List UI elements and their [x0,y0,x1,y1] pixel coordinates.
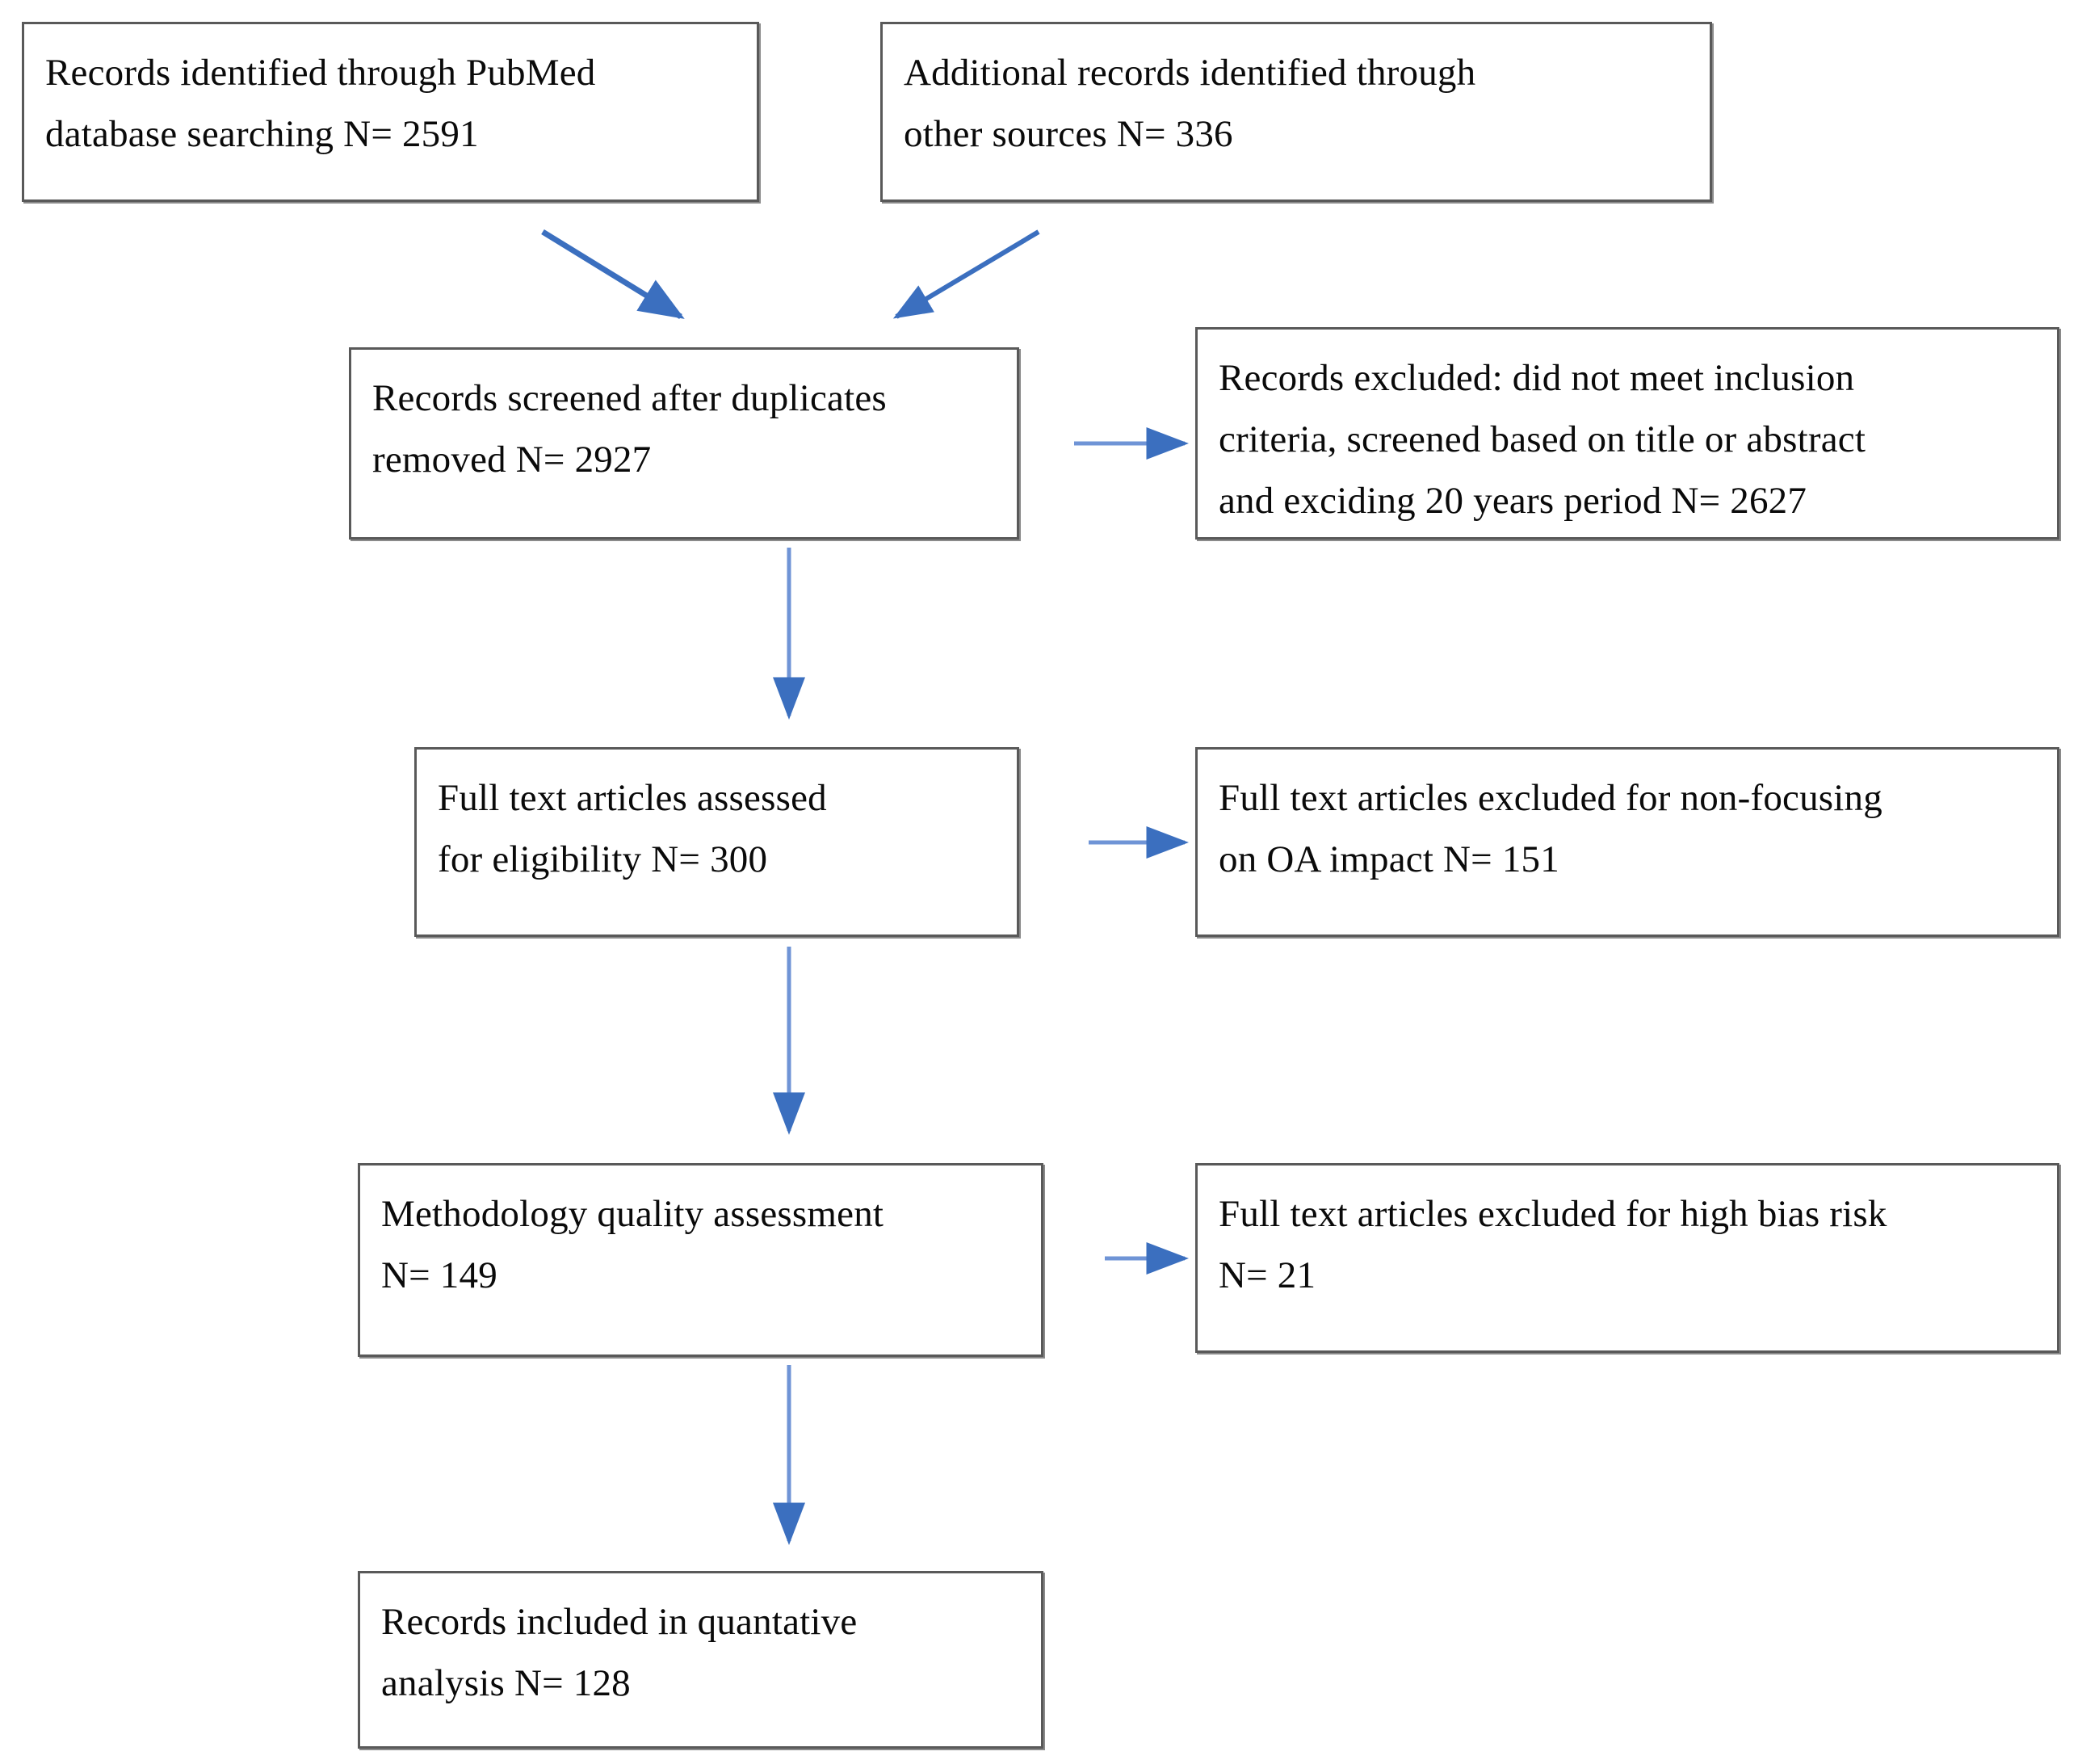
node-label: Records identified through PubMed databa… [45,52,596,156]
node-label: Records screened after duplicates remove… [372,377,887,481]
node-label: Full text articles excluded for high bia… [1219,1193,1887,1297]
node-full-text-excluded-high-bias: Full text articles excluded for high bia… [1195,1163,2059,1353]
node-records-screened: Records screened after duplicates remove… [349,347,1019,540]
node-records-identified-pubmed: Records identified through PubMed databa… [22,22,759,202]
node-label: Additional records identified through ot… [904,52,1476,156]
arrow-pubmed-to-screened [541,229,685,319]
node-records-included-quantitative: Records included in quantative analysis … [358,1571,1043,1749]
node-methodology-quality-assessment: Methodology quality assessment N= 149 [358,1163,1043,1357]
node-records-excluded: Records excluded: did not meet inclusion… [1195,327,2059,540]
node-full-text-excluded-non-focusing: Full text articles excluded for non-focu… [1195,747,2059,937]
node-label: Full text articles excluded for non-focu… [1219,777,1882,881]
node-label: Methodology quality assessment N= 149 [381,1193,884,1297]
arrow-other-to-screened [892,229,1040,319]
node-label: Records included in quantative analysis … [381,1601,858,1705]
node-additional-records-other-sources: Additional records identified through ot… [880,22,1712,202]
node-label: Records excluded: did not meet inclusion… [1219,357,1866,523]
node-full-text-assessed: Full text articles assessed for eligibil… [414,747,1019,937]
node-label: Full text articles assessed for eligibil… [438,777,827,881]
